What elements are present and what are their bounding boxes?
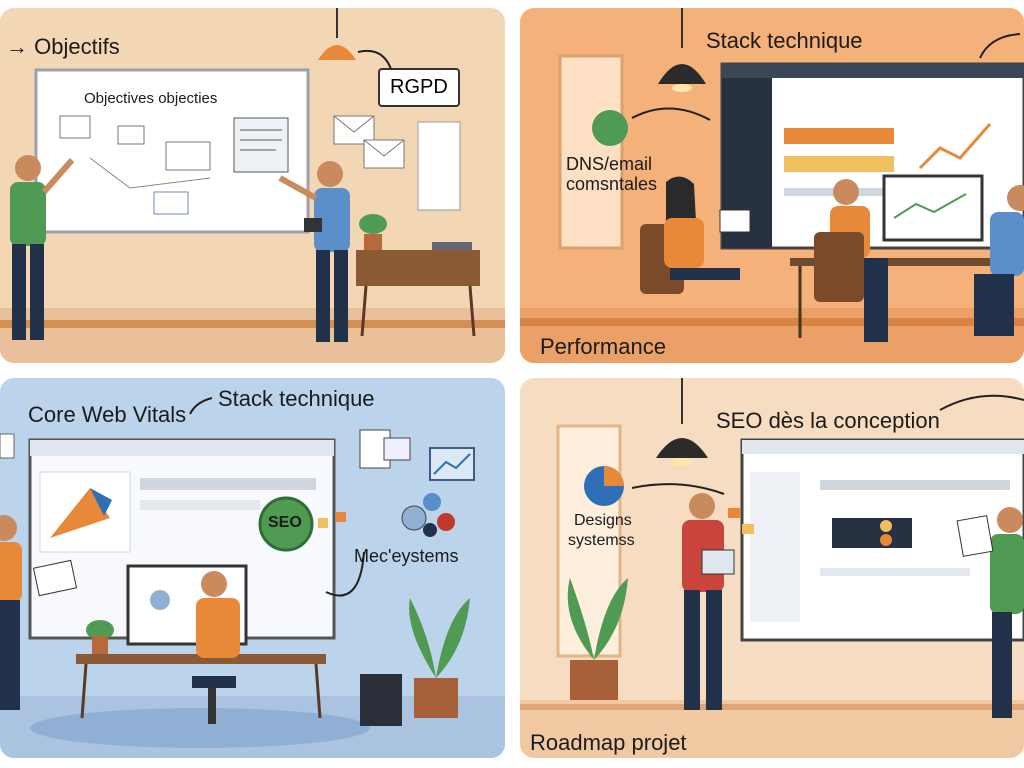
plant-pot bbox=[570, 660, 618, 700]
speaker bbox=[360, 674, 402, 726]
panel-title-left: Core Web Vitals bbox=[28, 402, 187, 427]
glass-text-line-1: DNS/email bbox=[566, 154, 653, 174]
ceiling-lamp bbox=[318, 45, 356, 60]
desk bbox=[76, 654, 326, 664]
side-text: Mec'eystems bbox=[354, 546, 459, 566]
panel-title: Stack technique bbox=[706, 28, 863, 53]
person-left-body bbox=[10, 182, 46, 246]
panel-objectifs: → Objectifs Objectives objecties RGPD bbox=[0, 8, 505, 363]
man-head bbox=[833, 179, 859, 205]
glass-panel bbox=[558, 54, 624, 250]
doc-sketch bbox=[233, 117, 289, 173]
man-right-head bbox=[1007, 185, 1024, 211]
plant bbox=[86, 620, 114, 640]
panel-stack-technique: Stack technique DNS/email comsntales Per… bbox=[520, 8, 1024, 363]
woman-body bbox=[0, 542, 22, 602]
desk-monitor bbox=[882, 174, 984, 242]
panel-seo-scene bbox=[520, 378, 1024, 758]
man-body bbox=[196, 598, 240, 658]
panel-objectifs-scene bbox=[0, 8, 505, 363]
plant-pot bbox=[414, 678, 458, 718]
panel-footer: Roadmap projet bbox=[530, 730, 687, 755]
man-head bbox=[201, 571, 227, 597]
person-right-head bbox=[317, 161, 343, 187]
glass-text-line-1: Designs bbox=[574, 512, 632, 529]
man-right-body bbox=[990, 534, 1024, 614]
ceiling-lamp bbox=[656, 438, 708, 458]
desk bbox=[790, 258, 1024, 266]
man-right-head bbox=[997, 507, 1023, 533]
ceiling-lamp bbox=[658, 64, 706, 84]
panel-stack-scene bbox=[520, 8, 1024, 363]
panel-core-web-vitals: Core Web Vitals Stack technique SEO Mec'… bbox=[0, 378, 505, 758]
envelope-icon bbox=[333, 115, 375, 145]
woman-head bbox=[0, 515, 17, 541]
person-right-body bbox=[314, 188, 350, 252]
big-plant bbox=[409, 598, 470, 678]
globe-icon bbox=[592, 110, 628, 146]
whiteboard-text: Objectives objecties bbox=[84, 90, 218, 107]
person-left-head bbox=[15, 155, 41, 181]
sideboard bbox=[356, 250, 480, 286]
rgpd-badge: RGPD bbox=[378, 68, 460, 107]
seo-badge bbox=[258, 496, 314, 552]
big-plant bbox=[567, 578, 628, 660]
panel-title: → Objectifs bbox=[6, 34, 120, 59]
chart-icon bbox=[429, 447, 475, 481]
panel-title: SEO dès la conception bbox=[716, 408, 940, 433]
woman-body bbox=[664, 218, 704, 268]
document-sheet bbox=[417, 121, 461, 211]
dark-card bbox=[832, 518, 912, 548]
panel-title-right: Stack technique bbox=[218, 386, 375, 411]
office-chair bbox=[814, 232, 864, 302]
panel-cwv-scene bbox=[0, 397, 505, 758]
glass-text-line-2: systemss bbox=[568, 532, 635, 549]
panel-seo-conception: SEO dès la conception Designs systemss R… bbox=[520, 378, 1024, 758]
man-head bbox=[689, 493, 715, 519]
envelope-icon bbox=[363, 139, 405, 169]
glass-text-line-2: comsntales bbox=[566, 174, 658, 194]
seo-badge-text: SEO bbox=[268, 514, 302, 531]
plant bbox=[359, 214, 387, 234]
panel-footer: Performance bbox=[540, 334, 666, 359]
